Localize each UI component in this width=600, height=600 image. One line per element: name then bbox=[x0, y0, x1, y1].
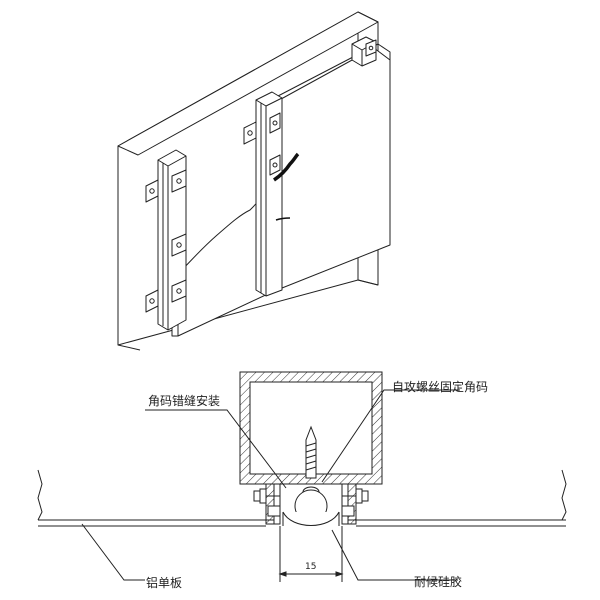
gap-dimension bbox=[280, 526, 342, 582]
label-aluminum-panel: 铝单板 bbox=[146, 576, 183, 590]
self-tapping-screw bbox=[303, 427, 319, 497]
right-angle-bracket bbox=[342, 484, 368, 524]
left-angle-bracket bbox=[254, 484, 280, 524]
leader-lines bbox=[81, 389, 460, 581]
label-self-tapping-screw: 自攻螺丝固定角码 bbox=[392, 380, 489, 394]
isometric-wall-view bbox=[118, 12, 391, 350]
middle-brackets bbox=[244, 113, 280, 175]
dimension-gap-width: 15 bbox=[305, 562, 317, 572]
square-steel-tube bbox=[240, 372, 382, 484]
left-brackets bbox=[146, 170, 186, 312]
backer-rod-and-sealant bbox=[283, 490, 339, 526]
middle-vertical-tube bbox=[256, 92, 282, 296]
label-weather-sealant: 耐候硅胶 bbox=[414, 575, 463, 589]
section-detail bbox=[38, 372, 566, 582]
aluminum-panel-section bbox=[38, 470, 566, 526]
sealant-strip bbox=[274, 154, 298, 220]
right-bracket bbox=[366, 40, 376, 56]
label-corner-code-install: 角码错缝安装 bbox=[148, 394, 221, 408]
